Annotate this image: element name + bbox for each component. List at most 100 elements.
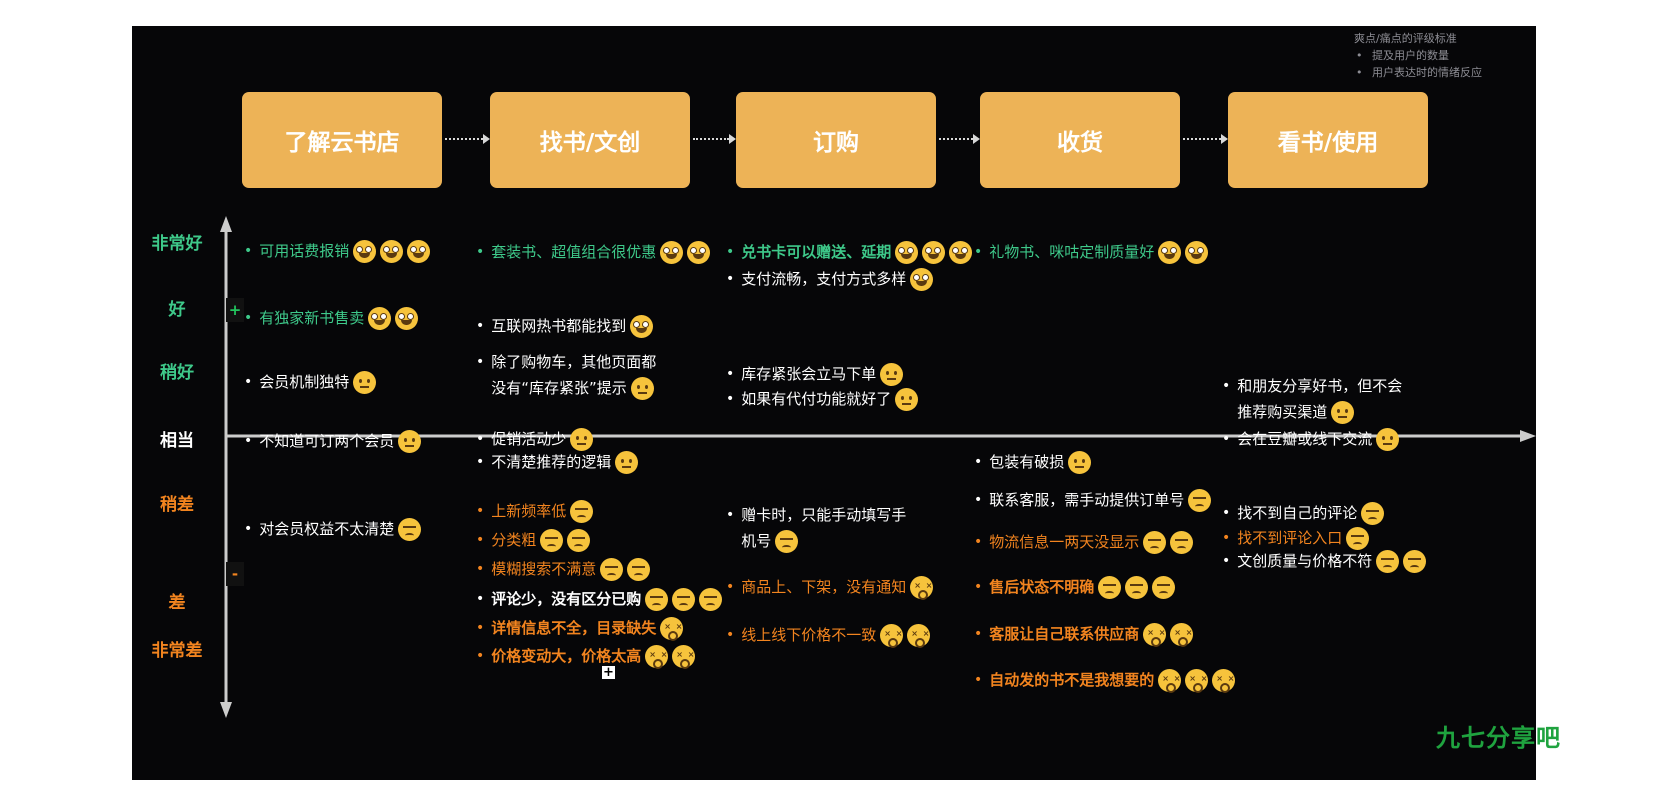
watermark-logo: 九七分享吧 xyxy=(1436,724,1561,752)
annoyed-face-icon xyxy=(1152,575,1176,599)
annoyed-face-icon xyxy=(540,528,564,552)
bullet-icon: • xyxy=(244,310,253,326)
bullet-icon: • xyxy=(476,591,485,607)
bullet-icon: • xyxy=(726,627,735,643)
emotion-group xyxy=(627,376,654,400)
emotion-group xyxy=(1357,501,1385,525)
dizzy-face-icon xyxy=(672,644,695,669)
feedback-item: •不清楚推荐的逻辑 xyxy=(476,449,639,475)
feedback-text: 物流信息一两天没显示 xyxy=(989,533,1140,551)
feedback-text: 除了购物车，其他页面都 xyxy=(491,353,657,371)
stage-card: 了解云书店 xyxy=(242,92,442,188)
feedback-text: 评论少，没有区分已购 xyxy=(491,590,642,608)
feedback-text: 促销活动少 xyxy=(491,430,567,448)
feedback-item: •联系客服，需手动提供订单号 xyxy=(974,487,1212,513)
dizzy-face-icon xyxy=(660,616,683,641)
feedback-item: • 详情信息不全，目录缺失 xyxy=(476,615,683,641)
emotion-group xyxy=(536,528,591,552)
emotion-group xyxy=(1064,450,1092,474)
feedback-item: • 有独家新书售卖 xyxy=(244,305,419,331)
feedback-text: 互联网热书都能找到 xyxy=(491,317,627,335)
rating-level-label: 非常差 xyxy=(151,641,203,661)
feedback-item: • 售后状态不明确 xyxy=(974,574,1176,600)
bullet-icon: • xyxy=(476,532,485,548)
feedback-text: 包装有破损 xyxy=(989,453,1065,471)
happy-face-icon xyxy=(1185,240,1209,264)
emotion-group xyxy=(596,557,651,581)
feedback-text: 库存紧张会立马下单 xyxy=(741,365,877,383)
bullet-icon: • xyxy=(974,626,983,642)
bullet-icon: • xyxy=(476,561,485,577)
neutral-face-icon xyxy=(1376,427,1400,451)
bullet-icon: • xyxy=(726,271,735,287)
feedback-item: •客服让自己联系供应商 xyxy=(974,621,1193,647)
feedback-item: •商品上、下架，没有通知 xyxy=(726,574,933,600)
dizzy-face-icon xyxy=(1185,668,1208,693)
feedback-text: 推荐购买渠道 xyxy=(1237,403,1328,421)
bullet-icon: • xyxy=(1222,553,1231,569)
feedback-text: 赠卡时，只能手动填写手 xyxy=(741,506,907,524)
legend-item: 提及用户的数量 xyxy=(1354,47,1482,64)
dizzy-face-icon xyxy=(910,575,933,600)
bullet-icon: • xyxy=(476,620,485,636)
emotion-group xyxy=(1094,575,1176,599)
dizzy-face-icon xyxy=(645,644,668,669)
bullet-icon: • xyxy=(1222,530,1231,546)
feedback-text: 联系客服，需手动提供订单号 xyxy=(989,491,1185,509)
bullet-icon: • xyxy=(726,366,735,382)
emotion-group xyxy=(349,239,431,263)
axis-arrow-down xyxy=(220,702,232,718)
feedback-text: 售后状态不明确 xyxy=(989,578,1095,596)
annoyed-face-icon xyxy=(398,517,422,541)
bullet-icon: • xyxy=(476,354,485,370)
feedback-item: •除了购物车，其他页面都没有“库存紧张”提示 xyxy=(476,349,656,401)
rating-level-label: 非常好 xyxy=(151,234,203,254)
emotion-group xyxy=(891,387,919,411)
feedback-item: • 模糊搜索不满意 xyxy=(476,556,651,582)
emotion-group xyxy=(349,370,377,394)
happy-face-icon xyxy=(1158,240,1182,264)
happy-face-icon xyxy=(395,306,419,330)
feedback-text: 会在豆瓣或线下交流 xyxy=(1237,430,1373,448)
bullet-icon: • xyxy=(974,672,983,688)
rating-level-label: 相当 xyxy=(160,431,194,451)
legend-title: 爽点/痛点的评级标准 xyxy=(1354,32,1457,45)
feedback-text: 价格变动大，价格太高 xyxy=(491,647,642,665)
add-icon[interactable]: + xyxy=(602,665,615,680)
feedback-text: 模糊搜索不满意 xyxy=(491,560,597,578)
bullet-icon: • xyxy=(974,579,983,595)
feedback-text: 详情信息不全，目录缺失 xyxy=(491,619,657,637)
bullet-icon: • xyxy=(726,391,735,407)
emotion-group xyxy=(626,314,654,338)
stage-connector-arrow xyxy=(939,134,980,144)
feedback-text: 不清楚推荐的逻辑 xyxy=(491,453,612,471)
rating-level-label: 稍差 xyxy=(160,495,194,515)
stage-card: 找书/文创 xyxy=(490,92,690,188)
stage-connector-arrow xyxy=(445,134,490,144)
feedback-item: • 包装有破损 xyxy=(974,449,1092,475)
bullet-icon: • xyxy=(1222,505,1231,521)
bullet-icon: • xyxy=(244,374,253,390)
emotion-group xyxy=(611,450,639,474)
feedback-item: •上新频率低 xyxy=(476,498,594,524)
stage-connector-arrow xyxy=(1183,134,1228,144)
stage-card: 收货 xyxy=(980,92,1180,188)
rating-legend: 爽点/痛点的评级标准 提及用户的数量 用户表达时的情绪反应 xyxy=(1354,30,1482,81)
emotion-group xyxy=(1154,668,1235,693)
feedback-text: 会员机制独特 xyxy=(259,373,350,391)
feedback-item: •可用话费报销 xyxy=(244,238,431,264)
feedback-item: •套装书、超值组合很优惠 xyxy=(476,239,711,265)
happy-face-icon xyxy=(660,240,684,264)
neutral-face-icon xyxy=(895,387,919,411)
emotion-group xyxy=(1139,622,1193,647)
emotion-group xyxy=(1139,530,1194,554)
feedback-text: 如果有代付功能就好了 xyxy=(741,390,892,408)
bullet-icon: • xyxy=(726,579,735,595)
bullet-icon: • xyxy=(974,454,983,470)
annoyed-face-icon xyxy=(1125,575,1149,599)
feedback-text: 有独家新书售卖 xyxy=(259,309,365,327)
stage-connector-arrow xyxy=(693,134,736,144)
feedback-text: 找不到评论入口 xyxy=(1237,529,1343,547)
happy-face-icon xyxy=(687,240,711,264)
neutral-face-icon xyxy=(615,450,639,474)
